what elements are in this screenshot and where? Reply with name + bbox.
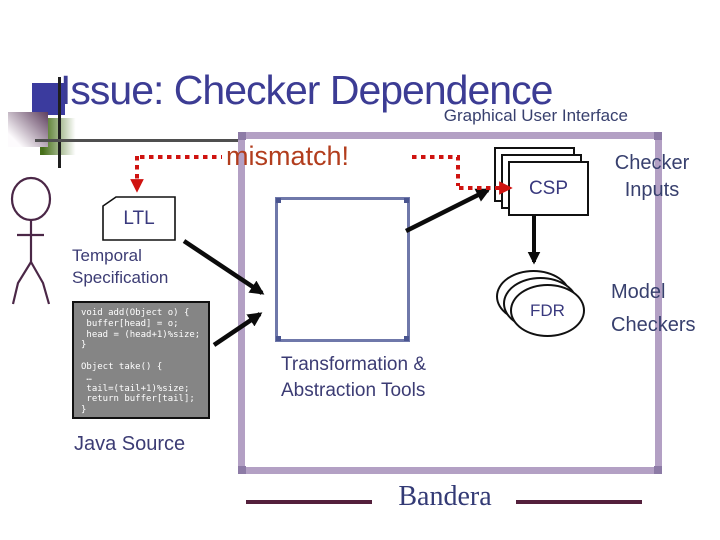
gui-frame-label: Graphical User Interface: [443, 106, 628, 125]
title-underline: [35, 139, 243, 142]
java-source-caption: Java Source: [74, 433, 186, 455]
transformation-tools-caption: Transformation & Abstraction Tools: [281, 354, 427, 401]
frame-handle: [654, 132, 662, 140]
temporal-spec-caption: Temporal Specification: [72, 246, 169, 287]
footer-rule-left: [246, 500, 372, 504]
transformation-tools-box: [275, 197, 410, 342]
frame-handle: [238, 132, 246, 140]
java-code-box: void add(Object o) { buffer[head] = o; h…: [72, 301, 210, 419]
box-handle: [276, 336, 281, 341]
ltl-box-label: LTL: [123, 207, 155, 229]
java-code: void add(Object o) { buffer[head] = o; h…: [81, 308, 201, 416]
bandera-brand: Bandera: [398, 481, 492, 512]
person-icon: [10, 176, 52, 305]
footer-rule-right: [516, 500, 642, 504]
fdr-oval-front: FDR: [510, 284, 585, 337]
csp-box-front: CSP: [508, 161, 589, 216]
mismatch-label: mismatch!: [226, 141, 350, 171]
frame-handle: [654, 466, 662, 474]
box-handle: [404, 198, 409, 203]
page-title: Issue: Checker Dependence: [60, 67, 553, 113]
model-checkers-caption: Model Checkers: [611, 281, 696, 336]
box-handle: [404, 336, 409, 341]
gui-frame: [238, 132, 662, 474]
checker-inputs-caption: Checker Inputs: [614, 152, 690, 201]
frame-handle: [238, 466, 246, 474]
box-handle: [276, 198, 281, 203]
logo-vertical-line: [58, 77, 61, 168]
